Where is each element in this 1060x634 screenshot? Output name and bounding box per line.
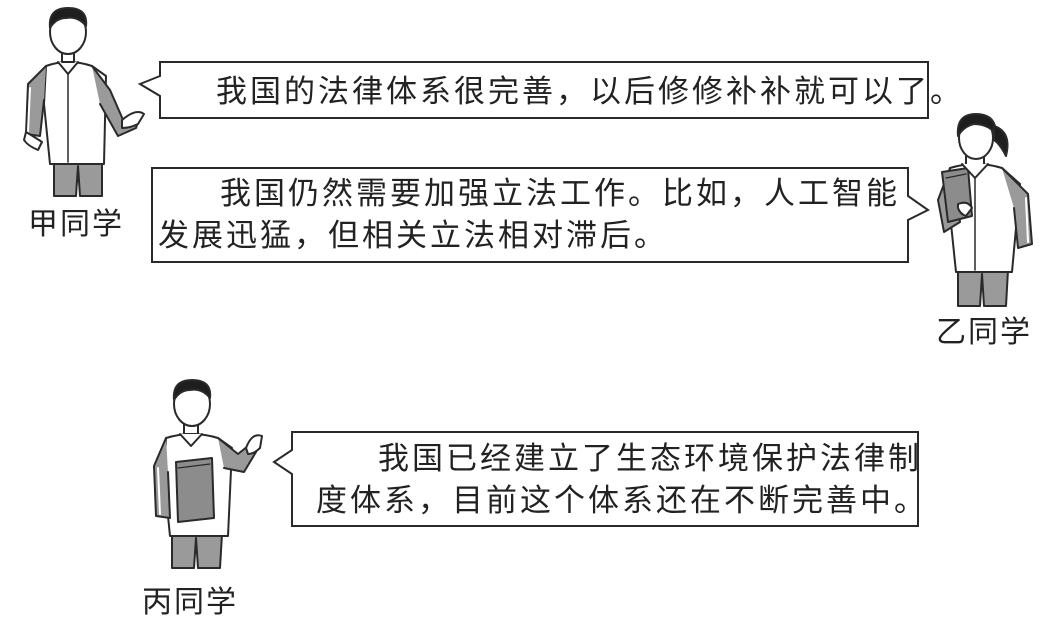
student-bing-figure <box>153 379 263 569</box>
student-jia-figure <box>23 7 145 197</box>
speech-text-bing-line2: 度体系，目前这个体系还在不断完善中。 <box>316 483 928 519</box>
student-bing-name: 丙同学 <box>142 585 238 620</box>
speech-bubble-bing <box>272 431 919 527</box>
student-jia-name: 甲同学 <box>28 207 124 242</box>
student-yi-figure <box>937 113 1033 307</box>
speech-bubble-yi <box>151 167 930 263</box>
speech-text-bing-line1: 我国已经建立了生态环境保护法律制 <box>378 441 922 477</box>
speech-text-jia: 我国的法律体系很完善，以后修修补补就可以了。 <box>216 74 964 110</box>
speech-bubble-jia <box>137 61 929 119</box>
speech-text-yi-line2: 发展迅猛，但相关立法相对滞后。 <box>158 218 668 254</box>
student-yi-name: 乙同学 <box>936 315 1032 350</box>
speech-text-yi-line1: 我国仍然需要加强立法工作。比如，人工智能 <box>220 176 900 212</box>
